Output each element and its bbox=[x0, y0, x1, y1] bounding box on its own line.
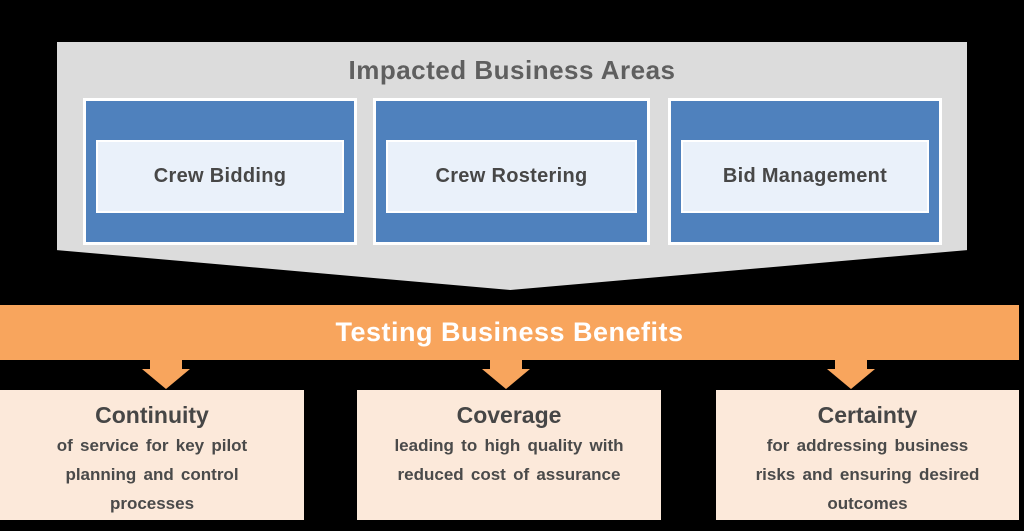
benefit-description: for addressing business risks and ensuri… bbox=[755, 436, 980, 513]
business-area-label: Bid Management bbox=[681, 140, 929, 213]
benefit-description: of service for key pilot planning and co… bbox=[56, 436, 248, 513]
benefit-card: Coverage leading to high quality with re… bbox=[357, 390, 661, 520]
business-area-label: Crew Rostering bbox=[386, 140, 637, 213]
benefit-title: Coverage bbox=[456, 402, 562, 428]
down-arrow-icon bbox=[142, 360, 190, 389]
benefit-description: leading to high quality with reduced cos… bbox=[394, 436, 624, 484]
down-arrow-icon bbox=[827, 360, 875, 389]
impacted-areas-title: Impacted Business Areas bbox=[348, 55, 676, 85]
benefits-banner: Testing Business Benefits bbox=[0, 305, 1019, 360]
benefit-title: Certainty bbox=[817, 402, 918, 428]
business-area-card: Crew Rostering bbox=[373, 98, 650, 245]
business-area-label: Crew Bidding bbox=[96, 140, 344, 213]
benefits-banner-title: Testing Business Benefits bbox=[335, 317, 684, 347]
business-area-card: Crew Bidding bbox=[83, 98, 357, 245]
benefit-title: Continuity bbox=[95, 402, 209, 428]
down-arrow-icon bbox=[482, 360, 530, 389]
benefit-card: Certainty for addressing business risks … bbox=[716, 390, 1019, 520]
benefit-card: Continuity of service for key pilot plan… bbox=[0, 390, 304, 520]
business-area-card: Bid Management bbox=[668, 98, 942, 245]
